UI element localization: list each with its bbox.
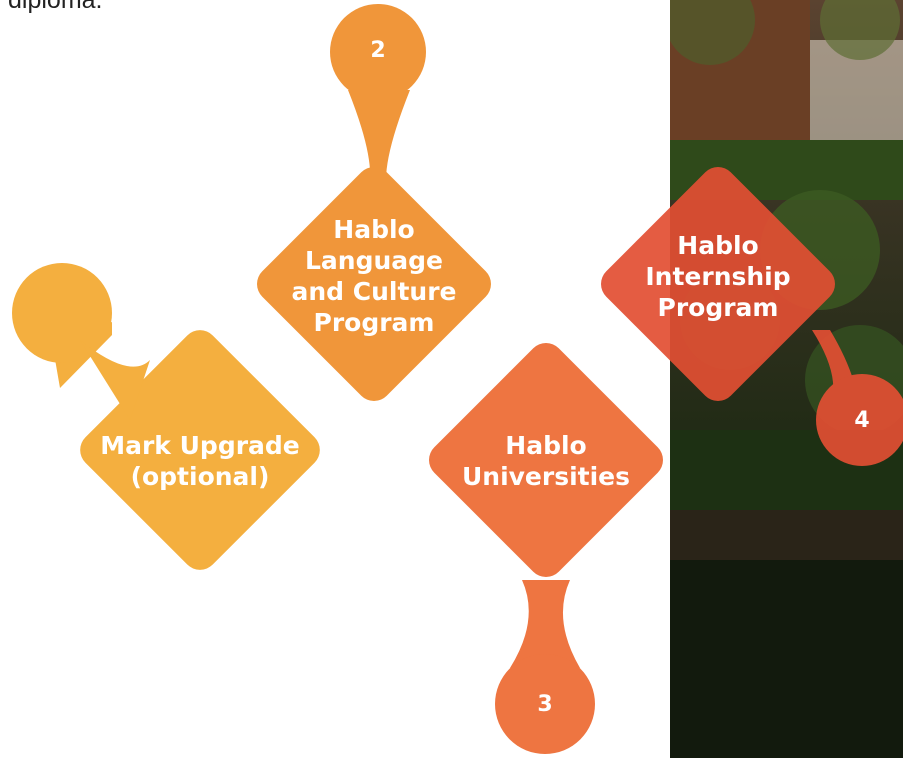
piece-internship [601,167,903,466]
step1-label: Mark Upgrade (optional) [100,431,300,491]
step3-number: 3 [537,692,553,717]
step4-label: Hablo Internship Program [645,231,791,322]
piece-mark-upgrade [12,263,320,570]
piece-language-culture [257,4,491,401]
step4-number: 4 [854,408,870,433]
step2-number: 2 [370,38,386,63]
piece-universities [429,343,663,754]
step2-label: Hablo Language and Culture Program [291,215,457,337]
intro-text: diploma. [8,0,103,14]
step3-label: Hablo Universities [461,431,631,491]
